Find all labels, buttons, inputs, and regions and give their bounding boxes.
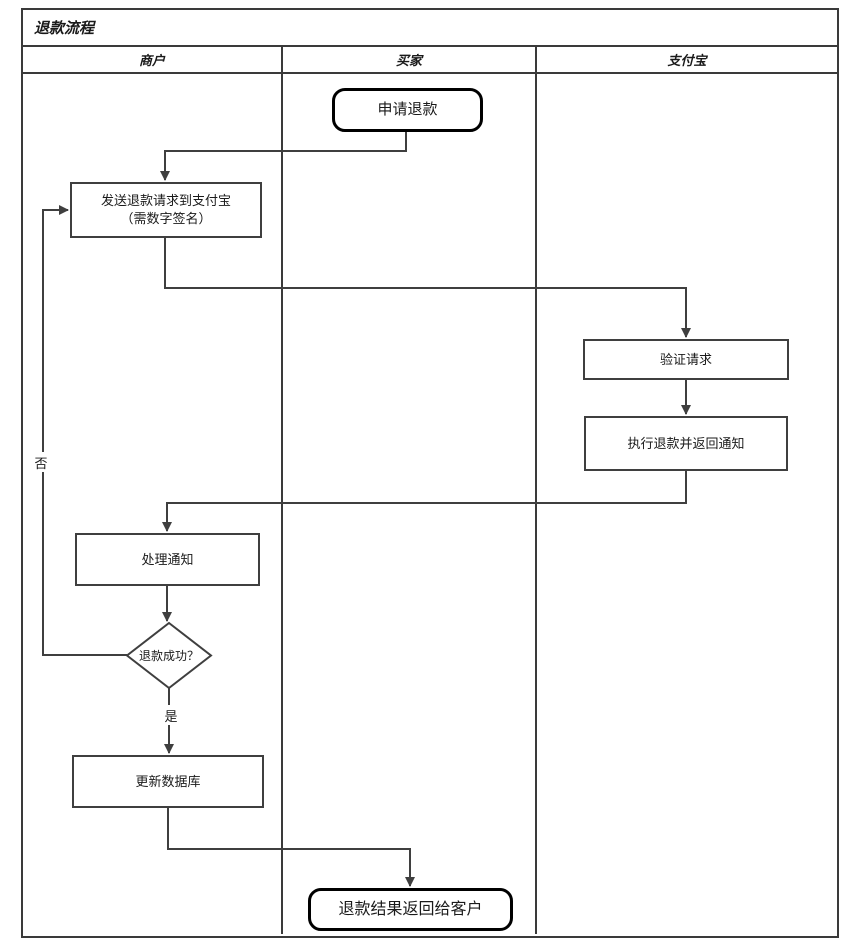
lane-divider-1 (281, 47, 283, 934)
node-send-request: 发送退款请求到支付宝 （需数字签名） (70, 182, 262, 238)
diagram-title: 退款流程 (23, 10, 837, 47)
node-start: 申请退款 (332, 88, 483, 132)
lane-header-alipay: 支付宝 (667, 53, 707, 68)
node-end: 退款结果返回给客户 (308, 888, 513, 931)
edge-label-no: 否 (28, 452, 54, 472)
node-send-request-line2: （需数字签名） (120, 211, 212, 226)
node-handle-notice-label: 处理通知 (141, 551, 194, 567)
node-update-database: 更新数据库 (72, 755, 264, 808)
lane-header-merchant: 商户 (138, 53, 165, 68)
edge-label-yes: 是 (158, 705, 184, 725)
lane-header-buyer: 买家 (281, 47, 537, 72)
node-verify-request: 验证请求 (583, 339, 789, 380)
node-decision-label: 退款成功？ (138, 649, 199, 663)
node-start-label: 申请退款 (377, 100, 438, 118)
node-verify-request-label: 验证请求 (659, 351, 712, 367)
lane-divider-2 (535, 47, 537, 934)
lane-header-row: 商户 买家 支付宝 (23, 47, 837, 74)
node-end-label: 退款结果返回给客户 (338, 900, 483, 918)
node-update-database-label: 更新数据库 (135, 773, 201, 789)
node-execute-refund-label: 执行退款并返回通知 (627, 435, 745, 451)
node-execute-refund: 执行退款并返回通知 (584, 416, 788, 471)
node-send-request-line1: 发送退款请求到支付宝 (100, 193, 231, 209)
node-handle-notice: 处理通知 (75, 533, 260, 586)
